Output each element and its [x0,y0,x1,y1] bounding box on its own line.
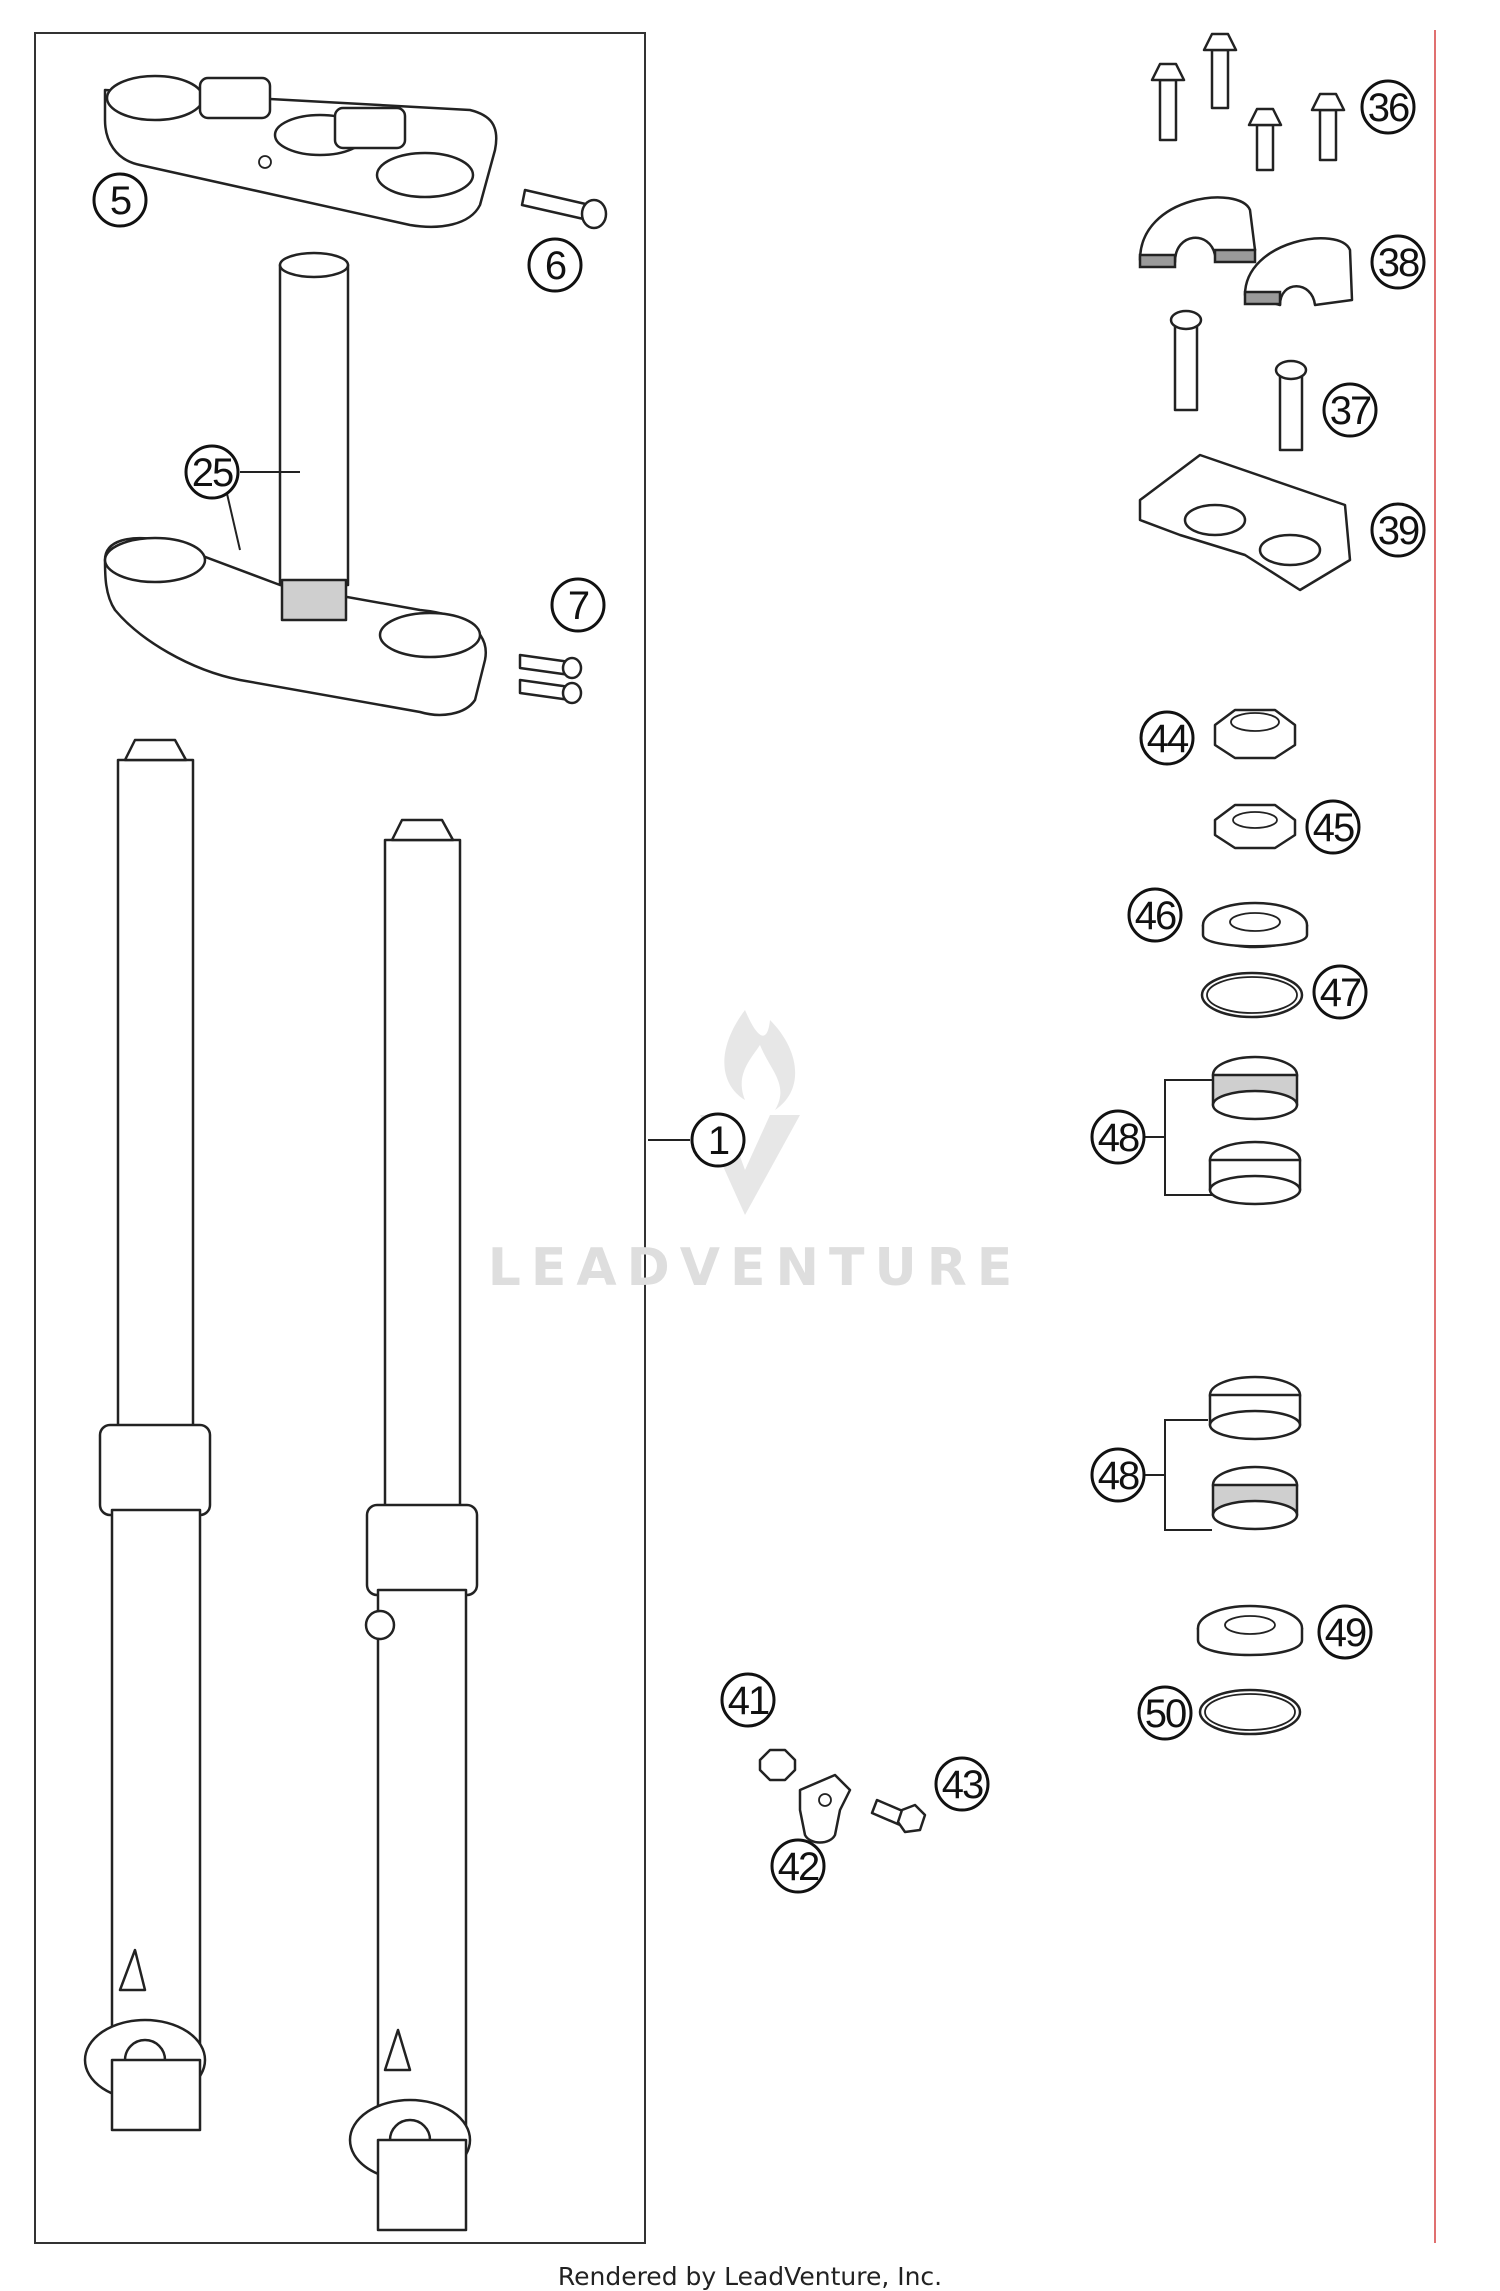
callout-48-upper[interactable]: 48 [1090,1109,1146,1165]
dust-seal-49 [1196,1604,1304,1657]
washer-46 [1201,901,1309,949]
svg-text:45: 45 [1313,806,1354,850]
callout-45[interactable]: 45 [1305,799,1361,855]
svg-text:36: 36 [1368,86,1409,130]
svg-text:38: 38 [1378,241,1419,285]
callout-7[interactable]: 7 [550,577,606,633]
svg-text:50: 50 [1145,1692,1186,1736]
svg-text:49: 49 [1325,1611,1366,1655]
svg-text:6: 6 [545,244,566,288]
callout-25[interactable]: 25 [184,444,300,551]
callout-46[interactable]: 46 [1127,887,1183,943]
handlebar-lower-clamp-39 [1138,453,1352,592]
bolt-6 [520,188,608,230]
watermark-text: LEADVENTURE [488,1238,1023,1298]
callout-6[interactable]: 6 [527,237,583,293]
callout-42[interactable]: 42 [770,1838,826,1894]
handlebar-clamps-38 [1138,196,1354,307]
bolts-37 [1169,309,1308,452]
nut-45 [1213,803,1297,850]
callout-49[interactable]: 49 [1317,1604,1373,1660]
fork-leg-left [83,738,212,2132]
upper-triple-clamp [103,74,498,229]
svg-text:41: 41 [728,1679,769,1723]
callout-41[interactable]: 41 [720,1672,776,1728]
svg-text:5: 5 [110,179,131,223]
watermark-logo-icon [700,1010,800,1215]
svg-text:47: 47 [1320,971,1361,1015]
callout-39[interactable]: 39 [1370,502,1426,558]
svg-text:42: 42 [778,1845,819,1889]
nut-44 [1213,708,1297,760]
svg-text:1: 1 [708,1119,729,1163]
bolt-43 [870,1798,927,1834]
nut-41 [758,1748,797,1782]
callout-50[interactable]: 50 [1137,1685,1193,1741]
bearing-48-upper [1145,1055,1302,1206]
footer-credit: Rendered by LeadVenture, Inc. [557,2262,943,2291]
o-ring-47 [1200,971,1304,1019]
callout-1[interactable]: 1 [690,1112,746,1168]
bolts-36 [1150,32,1346,172]
svg-text:43: 43 [942,1763,983,1807]
fork-leg-right [348,818,479,2232]
svg-text:48: 48 [1098,1454,1139,1498]
callout-5[interactable]: 5 [92,172,148,228]
svg-text:25: 25 [192,451,233,495]
svg-text:39: 39 [1378,509,1419,553]
callout-38[interactable]: 38 [1370,234,1426,290]
svg-text:44: 44 [1147,717,1189,761]
assembly-frame [34,32,646,2244]
bolts-7 [518,653,583,705]
svg-text:48: 48 [1098,1116,1139,1160]
lower-triple-clamp-stem [103,251,487,717]
svg-text:37: 37 [1330,389,1371,433]
svg-text:7: 7 [568,584,589,628]
callout-37[interactable]: 37 [1322,382,1378,438]
callout-44[interactable]: 44 [1139,710,1195,766]
callout-36[interactable]: 36 [1360,79,1416,135]
svg-text:46: 46 [1135,894,1176,938]
bearing-48-lower [1145,1375,1302,1531]
o-ring-50 [1198,1688,1302,1736]
callout-48-lower[interactable]: 48 [1090,1447,1146,1503]
callout-43[interactable]: 43 [934,1756,990,1812]
callout-47[interactable]: 47 [1312,964,1368,1020]
clip-42 [798,1773,852,1844]
